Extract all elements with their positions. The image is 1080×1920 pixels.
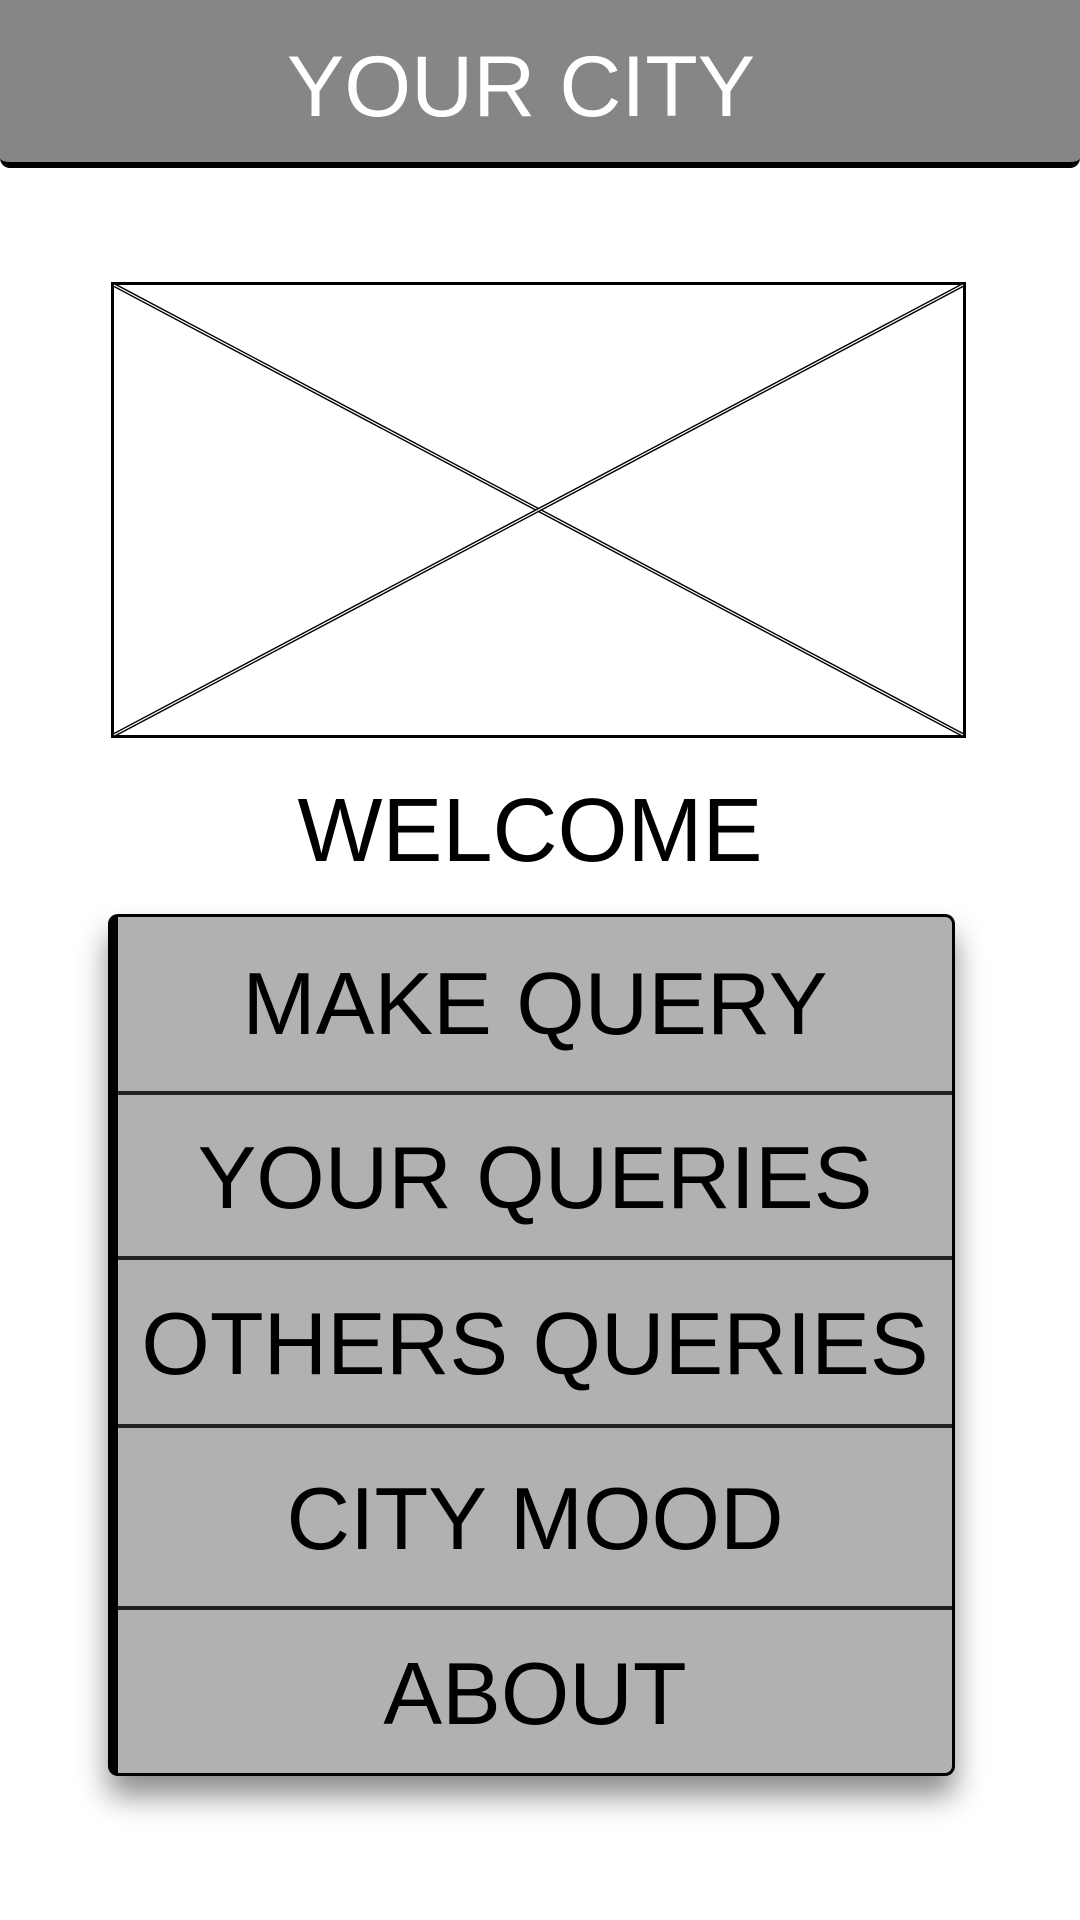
app-title: YOUR CITY <box>286 38 756 135</box>
menu-item-about[interactable]: ABOUT <box>118 1606 952 1778</box>
menu-item-others-queries[interactable]: OTHERS QUERIES <box>118 1256 952 1428</box>
main-menu: MAKE QUERY YOUR QUERIES OTHERS QUERIES C… <box>108 914 955 1776</box>
menu-item-city-mood[interactable]: CITY MOOD <box>118 1424 952 1610</box>
app-header: YOUR CITY <box>0 0 1080 168</box>
image-placeholder <box>111 282 966 738</box>
menu-item-your-queries[interactable]: YOUR QUERIES <box>118 1091 952 1260</box>
menu-item-make-query[interactable]: MAKE QUERY <box>242 954 828 1053</box>
welcome-heading: WELCOME <box>297 781 763 881</box>
